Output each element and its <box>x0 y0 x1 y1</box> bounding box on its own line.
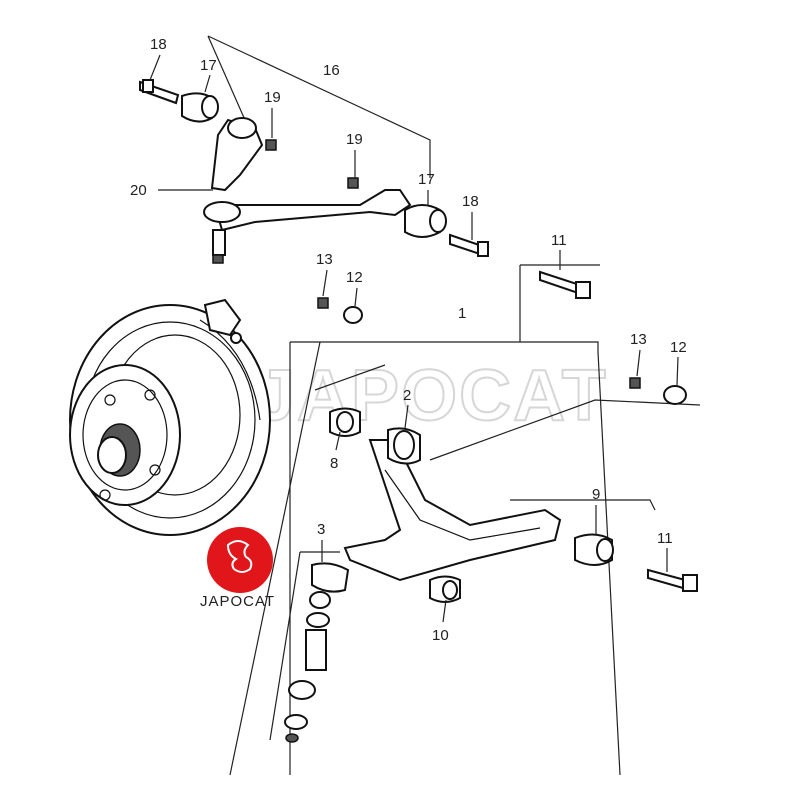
callout-10: 10 <box>432 627 449 644</box>
japocat-logo: JAPOCAT <box>200 527 275 610</box>
callout-19-mid: 19 <box>346 131 363 148</box>
upper-control-arm <box>203 117 412 264</box>
callout-18-top: 18 <box>150 36 167 53</box>
callout-12-right: 12 <box>670 339 687 356</box>
callout-20: 20 <box>130 182 147 199</box>
group-frame-ball-joint <box>269 551 340 741</box>
upper-arm-hardware <box>139 79 490 258</box>
callout-11-top: 11 <box>551 232 567 249</box>
callout-8: 8 <box>330 455 338 472</box>
callout-11-bottom: 11 <box>657 530 673 547</box>
ball-joint-kit <box>284 562 350 743</box>
callout-13-left: 13 <box>316 251 333 268</box>
lower-bolts-nuts <box>317 270 698 592</box>
callout-2: 2 <box>403 387 411 404</box>
callout-labels: 18 17 16 19 19 17 18 20 11 13 12 1 13 12… <box>130 36 687 644</box>
callout-9: 9 <box>592 486 600 503</box>
callout-18-right: 18 <box>462 193 479 210</box>
frame-diagonals <box>314 364 701 511</box>
callout-17-top: 17 <box>200 57 217 74</box>
brake-disc-hub-assembly <box>69 298 271 536</box>
logo-text: JAPOCAT <box>200 593 275 610</box>
lower-control-arm <box>343 427 562 582</box>
group-frame-lower-arm <box>229 264 621 776</box>
cat-icon <box>226 540 253 573</box>
callout-12-left: 12 <box>346 269 363 286</box>
watermark-text: JAPOCAT <box>255 356 608 436</box>
lower-arm-bushings <box>329 407 614 603</box>
callout-13-right: 13 <box>630 331 647 348</box>
logo-circle <box>207 527 273 593</box>
callout-3: 3 <box>317 521 325 538</box>
callout-16: 16 <box>323 62 340 79</box>
callout-19-top: 19 <box>264 89 281 106</box>
leader-lines <box>149 54 679 623</box>
callout-1: 1 <box>458 305 466 322</box>
callout-17-right: 17 <box>418 171 435 188</box>
group-frame-upper-arm <box>207 35 431 178</box>
